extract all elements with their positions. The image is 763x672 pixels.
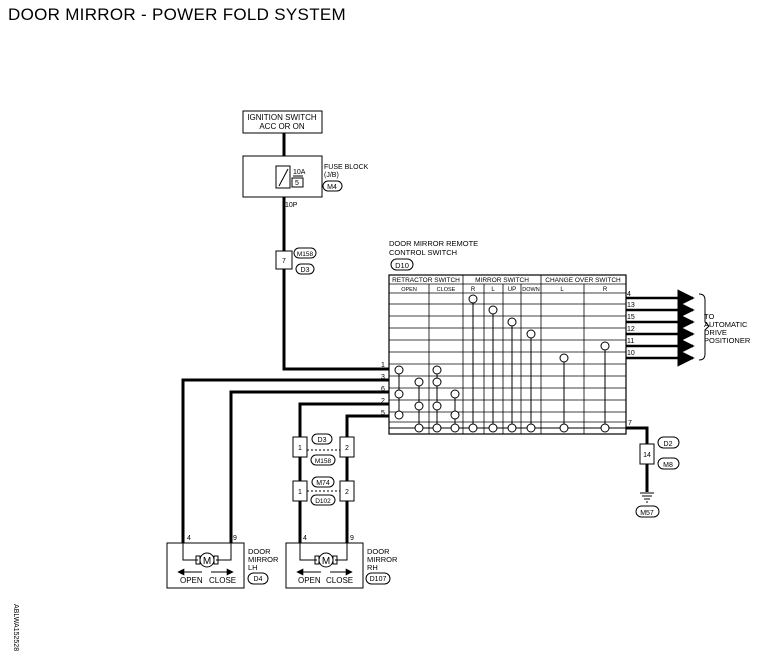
ignition-label-1: IGNITION SWITCH	[247, 113, 317, 122]
header-changeover: CHANGE OVER SWITCH	[545, 277, 621, 284]
mid2-pin-a: 1	[298, 489, 302, 496]
door-mirror-lh: 4 9 M OPEN CLOSE DOOR MIRROR LH D4	[166, 535, 279, 589]
rh-label-3: RH	[367, 563, 378, 572]
junction-top-conn-a: M158	[297, 251, 314, 258]
mid1-conn-b: M158	[315, 458, 332, 465]
switch-label-2: CONTROL SWITCH	[389, 248, 457, 257]
header-retractor: RETRACTOR SWITCH	[392, 277, 460, 284]
lh-open: OPEN	[180, 576, 203, 585]
fuse-symbol	[275, 165, 291, 189]
lh-close: CLOSE	[209, 576, 236, 585]
wire-pin6-lh9	[229, 390, 389, 543]
mid2-conn-a: M74	[316, 480, 330, 487]
header-co-l: L	[560, 287, 564, 293]
right-pin-5: 11	[627, 338, 634, 345]
rh-open: OPEN	[298, 576, 321, 585]
page-title: DOOR MIRROR - POWER FOLD SYSTEM	[8, 5, 346, 24]
switch-connector: D10	[395, 261, 409, 270]
to-label-3: DRIVE	[704, 328, 727, 337]
rh-pin-b: 9	[350, 535, 354, 542]
lh-pin-b: 9	[233, 535, 237, 542]
left-pin-2: 3	[381, 374, 385, 381]
rh-pin-a: 4	[303, 535, 307, 542]
mid2-conn-b: D102	[315, 498, 331, 505]
right-pin-1: 4	[627, 291, 631, 298]
right-pin-4: 12	[627, 326, 635, 333]
wire-pin1	[282, 269, 389, 371]
wire-pin2-rh	[298, 402, 389, 437]
right-pin-2: 13	[627, 302, 635, 309]
left-pin-1: 1	[381, 362, 385, 369]
ground-icon	[640, 492, 654, 503]
rh-motor: M	[322, 556, 330, 567]
right-pin-6: 10	[627, 350, 635, 357]
bracket	[698, 293, 710, 361]
fuse-connector: M4	[327, 184, 337, 191]
header-r: R	[471, 287, 476, 293]
rh-connector: D107	[370, 576, 387, 583]
fuse-number: 5	[295, 180, 299, 187]
ground-conn-a: D2	[664, 441, 673, 448]
connector-badge	[322, 180, 343, 192]
lh-label-2: MIRROR	[248, 555, 279, 564]
lh-label-1: DOOR	[248, 547, 271, 556]
switch-label-1: DOOR MIRROR REMOTE	[389, 239, 478, 248]
motor-icon	[318, 552, 334, 568]
left-pin-5: 5	[381, 410, 385, 417]
header-down: DOWN	[522, 287, 539, 293]
ground-conn-b: M8	[663, 462, 673, 469]
mid2-pin-b: 2	[345, 489, 349, 496]
ignition-label-2: ACC OR ON	[259, 122, 305, 131]
fuse-amps: 10A	[293, 169, 306, 176]
mid1-conn-a: D3	[318, 437, 327, 444]
wire-pin7	[626, 426, 649, 444]
header-up: UP	[508, 287, 516, 293]
rh-close: CLOSE	[326, 576, 353, 585]
lh-label-3: LH	[248, 563, 258, 572]
junction-top-pin: 7	[282, 258, 286, 265]
header-l: L	[491, 287, 495, 293]
wire-pin5-rh	[345, 414, 389, 437]
remote-control-switch-table: RETRACTOR SWITCH MIRROR SWITCH CHANGE OV…	[388, 274, 627, 435]
right-pin-3: 15	[627, 314, 635, 321]
ground-pin: 7	[628, 420, 632, 427]
figure-code: ABLWA152528	[12, 604, 19, 651]
to-label-4: POSITIONER	[704, 336, 751, 345]
to-label-2: AUTOMATIC	[704, 320, 748, 329]
to-label-1: TO	[704, 312, 714, 321]
wire-pin3-lh4	[181, 378, 389, 543]
header-open: OPEN	[401, 287, 417, 293]
fuse-label-2: (J/B)	[324, 172, 339, 179]
ignition-switch-box: IGNITION SWITCH ACC OR ON	[242, 110, 323, 134]
left-pin-4: 2	[381, 398, 385, 405]
rh-label-2: MIRROR	[367, 555, 398, 564]
left-pin-3: 6	[381, 386, 385, 393]
ground-junction-pin: 14	[643, 452, 651, 459]
mid1-pin-a: 1	[298, 445, 302, 452]
header-close: CLOSE	[437, 287, 456, 293]
fuse-block: 10A 5 FUSE BLOCK (J/B) M4 10P	[242, 155, 369, 209]
header-co-r: R	[603, 287, 608, 293]
door-mirror-rh: 4 9 M OPEN CLOSE DOOR MIRROR RH D107	[285, 535, 398, 589]
lh-pin-a: 4	[187, 535, 191, 542]
lh-motor: M	[203, 556, 211, 567]
lh-connector: D4	[254, 576, 263, 583]
mid1-pin-b: 2	[345, 445, 349, 452]
motor-icon	[199, 552, 215, 568]
header-mirror: MIRROR SWITCH	[475, 277, 529, 284]
rh-label-1: DOOR	[367, 547, 390, 556]
fuse-label-1: FUSE BLOCK	[324, 164, 369, 171]
junction-top-conn-b: D3	[301, 267, 310, 274]
ground-conn: M57	[640, 510, 654, 517]
fuse-terminal: 10P	[285, 202, 298, 209]
